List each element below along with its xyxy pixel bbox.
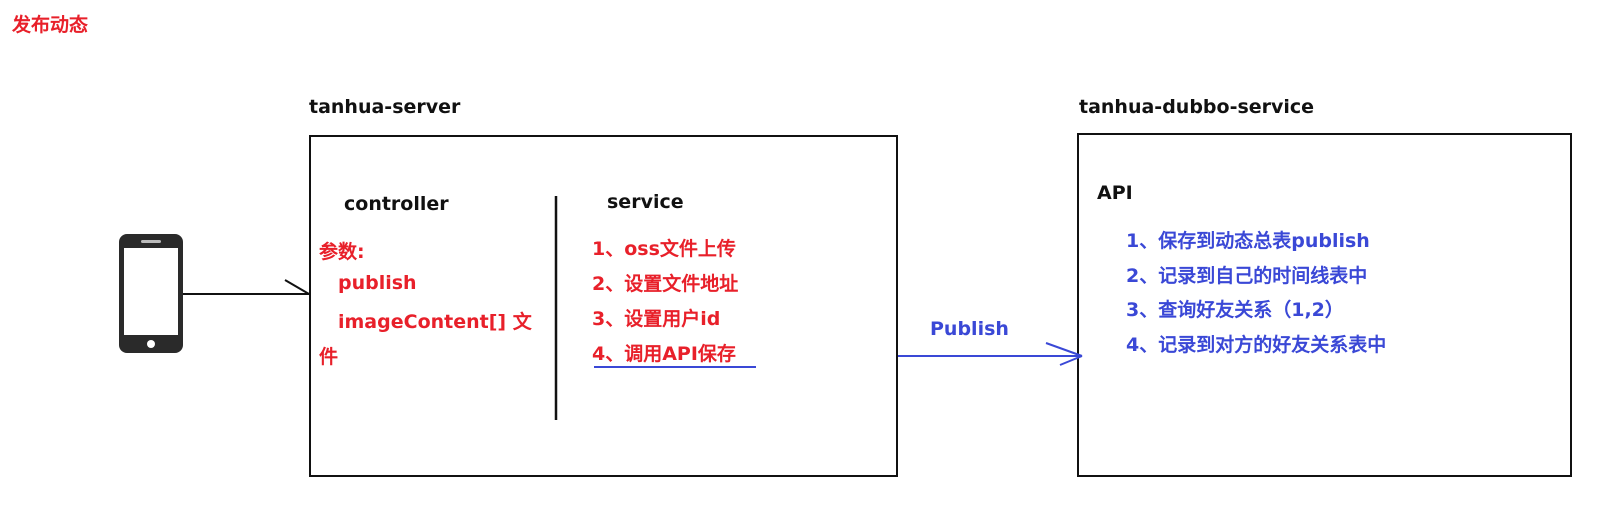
server-box	[309, 135, 898, 477]
param-image-content: imageContent[] 文	[338, 311, 532, 333]
dubbo-service-box	[1077, 133, 1572, 477]
api-step: 2、记录到自己的时间线表中	[1126, 265, 1368, 287]
controller-title: controller	[344, 193, 449, 215]
service-step: 4、调用API保存	[592, 343, 736, 365]
service-step: 3、设置用户id	[592, 308, 721, 330]
service-step: 2、设置文件地址	[592, 273, 739, 295]
client-to-server-arrow	[183, 279, 310, 295]
dubbo-service-label: tanhua-dubbo-service	[1079, 96, 1315, 118]
api-step: 3、查询好友关系（1,2）	[1126, 299, 1344, 321]
param-publish: publish	[338, 272, 417, 294]
publish-arrow	[898, 342, 1083, 366]
service-step: 1、oss文件上传	[592, 238, 736, 260]
page-title: 发布动态	[12, 14, 89, 36]
api-step: 4、记录到对方的好友关系表中	[1126, 334, 1387, 356]
service-title: service	[607, 191, 684, 213]
publish-edge-label: Publish	[930, 318, 1009, 340]
api-step: 1、保存到动态总表publish	[1126, 230, 1370, 252]
params-label: 参数:	[319, 241, 365, 263]
smartphone-icon	[119, 234, 183, 353]
api-title: API	[1097, 182, 1133, 204]
param-image-content-wrap: 件	[319, 346, 339, 368]
server-label: tanhua-server	[309, 96, 461, 118]
